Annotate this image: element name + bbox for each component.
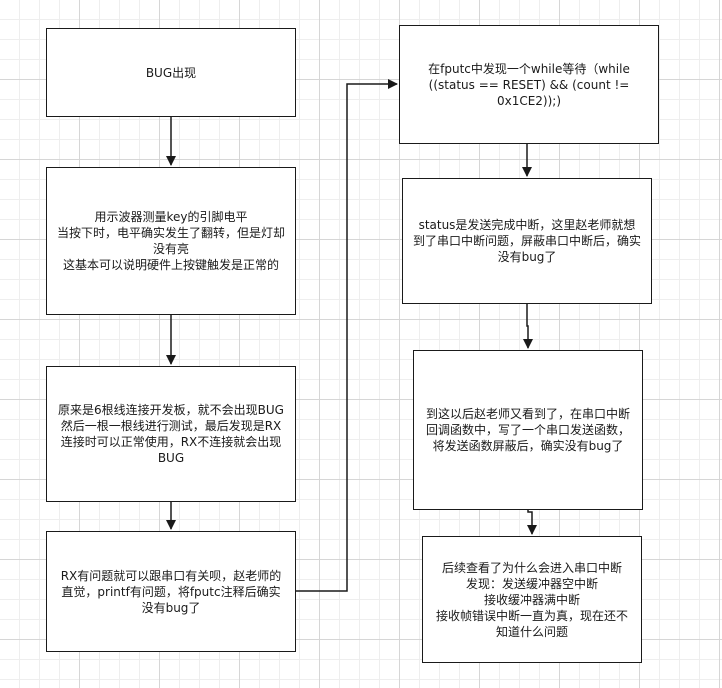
- node-callback-send[interactable]: 到这以后赵老师又看到了，在串口中断回调函数中，写了一个串口发送函数，将发送函数屏…: [413, 350, 643, 510]
- node-oscilloscope-check[interactable]: 用示波器测量key的引脚电平 当按下时，电平确实发生了翻转，但是灯却没有亮 这基…: [46, 167, 296, 315]
- node-interrupt-followup-text: 后续查看了为什么会进入串口中断 发现：发送缓冲器空中断 接收缓冲器满中断 接收帧…: [435, 560, 628, 639]
- connector-callback-to-followup: [527, 510, 537, 535]
- node-bug-appears-text: BUG出现: [145, 65, 197, 80]
- node-fputc-while-wait-text: 在fputc中发现一个while等待（while ((status == RES…: [428, 61, 634, 108]
- node-oscilloscope-check-text: 用示波器测量key的引脚电平 当按下时，电平确实发生了翻转，但是灯却没有亮 这基…: [57, 210, 286, 272]
- node-rx-uart-issue[interactable]: RX有问题就可以跟串口有关呗，赵老师的直觉，printf有问题，将fputc注释…: [46, 531, 296, 652]
- node-bug-appears[interactable]: BUG出现: [46, 28, 296, 117]
- node-status-interrupt-text: status是发送完成中断，这里赵老师就想到了串口中断问题，屏蔽串口中断后，确实…: [413, 218, 642, 264]
- node-callback-send-text: 到这以后赵老师又看到了，在串口中断回调函数中，写了一个串口发送函数，将发送函数屏…: [425, 407, 630, 453]
- node-fputc-while-wait[interactable]: 在fputc中发现一个while等待（while ((status == RES…: [399, 25, 659, 144]
- node-wire-test-text: 原来是6根线连接开发板，就不会出现BUG 然后一根一根线进行测试，最后发现是RX…: [58, 403, 284, 465]
- connector-rx-issue-to-fputc: [296, 79, 398, 592]
- node-interrupt-followup[interactable]: 后续查看了为什么会进入串口中断 发现：发送缓冲器空中断 接收缓冲器满中断 接收帧…: [422, 536, 642, 663]
- node-status-interrupt[interactable]: status是发送完成中断，这里赵老师就想到了串口中断问题，屏蔽串口中断后，确实…: [402, 178, 652, 304]
- node-wire-test[interactable]: 原来是6根线连接开发板，就不会出现BUG 然后一根一根线进行测试，最后发现是RX…: [46, 366, 296, 502]
- node-rx-uart-issue-text: RX有问题就可以跟串口有关呗，赵老师的直觉，printf有问题，将fputc注释…: [60, 568, 282, 615]
- connector-status-to-callback: [523, 304, 533, 349]
